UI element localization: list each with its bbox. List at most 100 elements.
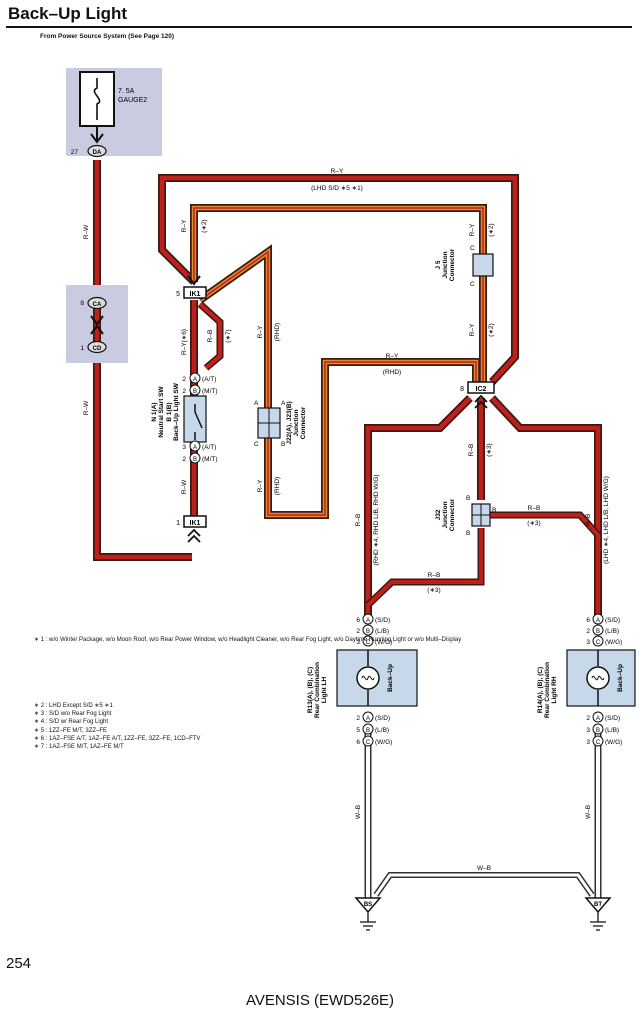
svg-text:(W/G): (W/G) [605,739,622,746]
svg-text:(M/T): (M/T) [202,456,218,463]
switch-pin-2: B 2 (M/T) [182,384,218,396]
svg-text:(S/D): (S/D) [375,617,390,624]
svg-text:A: A [366,618,370,624]
fuse-rating: 7. 5A [118,88,135,95]
svg-text:Connector: Connector [449,498,456,531]
label-rb-bottom: R–B [428,572,441,579]
label-rb-switch-note: (∗7) [225,329,232,342]
svg-text:BT: BT [594,902,602,908]
svg-text:(L/B): (L/B) [605,727,619,734]
label-ry-rhd-low-note: (RHD) [274,477,281,495]
lamp-lh-label: Back–Up [387,664,394,692]
svg-text:C: C [366,640,371,646]
wire-rb-j32-down [365,528,485,608]
svg-text:Connector: Connector [300,406,307,439]
label-ry-rhd: R–Y [257,325,264,338]
label-ry-top: R–Y [331,168,344,175]
fuse-connector: DA [93,150,102,156]
svg-text:N 1(A): N 1(A) [151,402,158,421]
footnote-5: ∗ 5 : 1ZZ–FE M/T, 3ZZ–FE [34,727,108,734]
label-ry-right-top: R–Y [469,223,476,236]
lamp-lh-bottom-pins: A2(S/D) B5(L/B) C6(W/G) [356,711,392,747]
junction-j5-label: J 5 Junction Connector [435,248,456,281]
label-ry-right-mid: R–Y [469,323,476,336]
fuse-block: 7. 5A GAUGE2 27 DA [66,68,162,158]
svg-text:B: B [466,530,470,537]
svg-text:R13(A), (B), (C): R13(A), (B), (C) [307,667,314,713]
svg-text:A: A [254,400,259,407]
label-rb-j32: R–B [528,505,541,512]
fuse-name: GAUGE2 [118,97,147,104]
svg-text:(W/G): (W/G) [375,739,392,746]
svg-text:2: 2 [182,376,186,383]
label-rw-upper: R–W [83,224,90,239]
svg-text:A: A [596,618,600,624]
lamp-lh: A6(S/D) B2(L/B) C3(W/G) Back–Up R13(A), … [307,613,418,747]
label-wb-ground: W–B [477,865,491,872]
junction-j32: B B B J32 Junction Connector [435,495,496,537]
svg-text:C: C [470,245,475,252]
label-rb-left: R–B [355,514,362,527]
lamp-rh-bottom-pins: A2(S/D) B3(L/B) C3(W/G) [586,711,622,747]
wire-rb-right [489,395,602,615]
svg-text:(W/G): (W/G) [605,639,622,646]
svg-text:(S/D): (S/D) [605,715,620,722]
label-ry-mid-note: (RHD) [383,369,401,376]
junction-j22: A A C B J22(A), J23(B) Junction Connecto… [254,400,307,448]
footnote-4: ∗ 4 : S/D w/ Rear Fog Light [34,719,109,726]
label-rb-bottom-note: (∗3) [427,587,440,594]
svg-text:A: A [193,377,197,383]
lamp-rh-top-pins: A6(S/D) B2(L/B) C3(W/G) [586,613,622,647]
label-rb-right: R–B [585,514,592,527]
lamp-lh-side-label: R13(A), (B), (C) Rear Combination Light … [307,662,328,718]
svg-text:B: B [596,629,600,635]
svg-text:Light RH: Light RH [551,676,558,703]
ik1-top-pin: 5 [176,291,180,298]
manual-footer: AVENSIS (EWD526E) [245,992,395,1009]
svg-text:IC2: IC2 [476,386,487,393]
label-rw-switch: R–W [181,479,188,494]
svg-text:(M/T): (M/T) [202,388,218,395]
svg-text:J 5: J 5 [435,260,442,269]
svg-text:Connector: Connector [449,248,456,281]
svg-text:(L/B): (L/B) [375,727,389,734]
wire-ry-rhd [197,244,480,519]
cd-connector: CD [93,346,102,352]
lamp-lh-top-pins: A6(S/D) B2(L/B) C3(W/G) [356,613,392,647]
svg-text:B: B [281,441,285,448]
label-ry-right-note: (∗2) [488,223,495,236]
svg-text:B: B [466,495,470,502]
switch-pin-1: A 2 (A/T) [182,372,216,384]
svg-text:(S/D): (S/D) [375,715,390,722]
svg-text:C: C [596,740,601,746]
connector-ik1-top: IK1 5 [176,275,207,299]
ik1-top-id: IK1 [190,291,201,298]
wire-ry-inner-loop [190,204,487,382]
label-ry-left-note: (∗2) [201,219,208,232]
ik1-bottom-pin: 1 [176,520,180,527]
svg-text:2: 2 [182,456,186,463]
svg-text:(S/D): (S/D) [605,617,620,624]
junction-j32-label: J32 Junction Connector [435,498,456,531]
svg-text:B: B [193,389,197,395]
svg-text:A: A [281,400,286,407]
footnote-1: ∗ 1 : w/o Winter Package, w/o Moon Roof,… [34,637,462,643]
svg-text:2: 2 [182,388,186,395]
svg-text:3: 3 [182,444,186,451]
lamp-rh-label: Back–Up [617,664,624,692]
label-ry-right-mid-note: (∗2) [488,323,495,336]
svg-text:(A/T): (A/T) [202,376,216,383]
label-rb-switch: R–B [207,330,214,343]
svg-text:6: 6 [586,617,590,624]
switch-pin-3: A3(A/T) [182,440,216,452]
svg-text:A: A [193,445,197,451]
junction-j22-label: J22(A), J23(B) Junction Connector [286,401,307,444]
label-rb-ic2-note: (∗3) [486,443,493,456]
svg-text:2: 2 [586,628,590,635]
svg-text:6: 6 [356,617,360,624]
switch-pin-4: B2(M/T) [182,452,218,464]
label-wb-left: W–B [355,805,362,819]
svg-text:3: 3 [586,727,590,734]
svg-text:B: B [366,728,370,734]
